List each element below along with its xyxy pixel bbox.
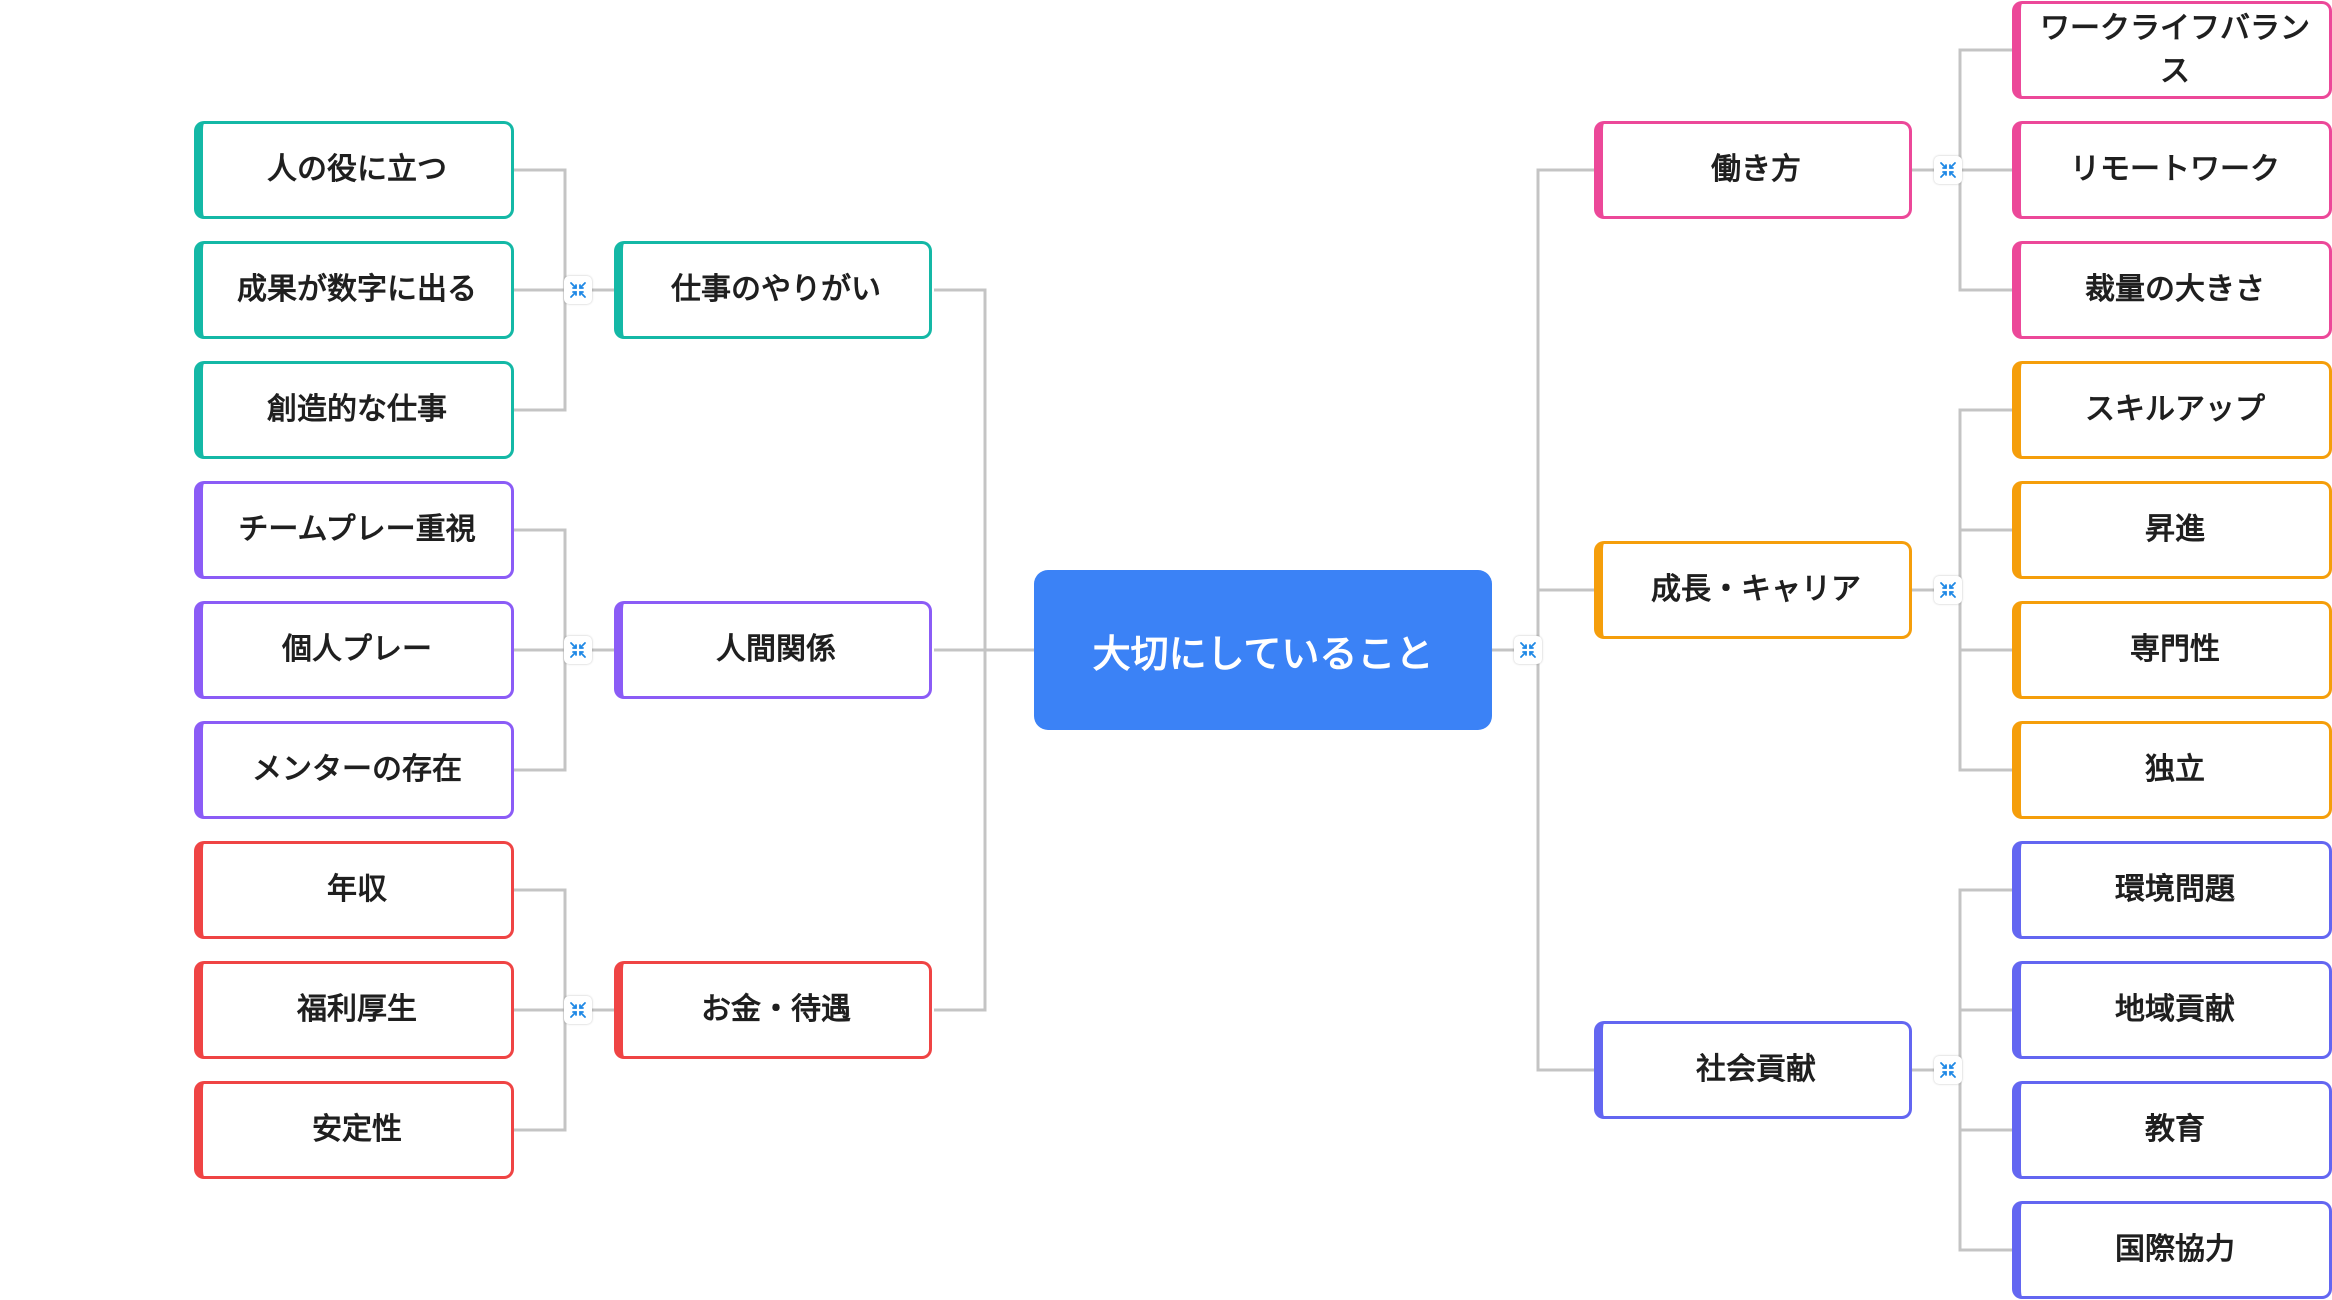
node-label: ワークライフバランス <box>2040 10 2310 90</box>
node-label: 教育 <box>2145 1112 2205 1148</box>
root-label: 大切にしていること <box>1092 631 1434 676</box>
node-label: 創造的な仕事 <box>267 392 447 428</box>
leaf-node-sairyou[interactable]: 裁量の大きさ <box>2012 241 2332 339</box>
node-label: メンターの存在 <box>252 752 462 788</box>
leaf-node-seika[interactable]: 成果が数字に出る <box>194 241 514 339</box>
node-label: 昇進 <box>2145 512 2205 548</box>
branch-node-ningen-kankei[interactable]: 人間関係 <box>614 601 932 699</box>
leaf-node-kojin-play[interactable]: 個人プレー <box>194 601 514 699</box>
leaf-node-shoushin[interactable]: 昇進 <box>2012 481 2332 579</box>
node-label: お金・待遇 <box>701 992 851 1028</box>
collapse-icon[interactable] <box>1934 156 1962 184</box>
branch-node-shakai-kouken[interactable]: 社会貢献 <box>1594 1021 1912 1119</box>
leaf-node-kankyou[interactable]: 環境問題 <box>2012 841 2332 939</box>
leaf-node-work-life-balance[interactable]: ワークライフバランス <box>2012 1 2332 99</box>
leaf-node-kokusai[interactable]: 国際協力 <box>2012 1201 2332 1299</box>
node-label: チームプレー重視 <box>238 512 476 548</box>
node-label: 成果が数字に出る <box>237 272 477 308</box>
branch-node-seicho-career[interactable]: 成長・キャリア <box>1594 541 1912 639</box>
collapse-icon[interactable] <box>564 636 592 664</box>
collapse-icon[interactable] <box>1514 636 1542 664</box>
leaf-node-team-play[interactable]: チームプレー重視 <box>194 481 514 579</box>
leaf-node-mentor[interactable]: メンターの存在 <box>194 721 514 819</box>
leaf-node-souzou[interactable]: 創造的な仕事 <box>194 361 514 459</box>
node-label: 福利厚生 <box>297 992 417 1028</box>
node-label: 地域貢献 <box>2115 992 2235 1028</box>
node-label: 環境問題 <box>2115 872 2235 908</box>
leaf-node-senmonsei[interactable]: 専門性 <box>2012 601 2332 699</box>
node-label: スキルアップ <box>2085 392 2265 428</box>
leaf-node-anteisei[interactable]: 安定性 <box>194 1081 514 1179</box>
leaf-node-nenshu[interactable]: 年収 <box>194 841 514 939</box>
collapse-icon[interactable] <box>564 276 592 304</box>
node-label: リモートワーク <box>2070 152 2280 188</box>
root-node[interactable]: 大切にしていること <box>1034 570 1492 730</box>
branch-node-yarigai[interactable]: 仕事のやりがい <box>614 241 932 339</box>
leaf-node-remote-work[interactable]: リモートワーク <box>2012 121 2332 219</box>
node-label: 個人プレー <box>282 632 432 668</box>
collapse-icon[interactable] <box>564 996 592 1024</box>
node-label: 安定性 <box>312 1112 402 1148</box>
node-label: 国際協力 <box>2115 1232 2235 1268</box>
node-label: 人間関係 <box>716 632 836 668</box>
node-label: 成長・キャリア <box>1651 572 1861 608</box>
leaf-node-dokuritsu[interactable]: 独立 <box>2012 721 2332 819</box>
node-label: 働き方 <box>1711 152 1801 188</box>
collapse-icon[interactable] <box>1934 576 1962 604</box>
node-label: 専門性 <box>2130 632 2220 668</box>
leaf-node-skill-up[interactable]: スキルアップ <box>2012 361 2332 459</box>
branch-node-hatarakikata[interactable]: 働き方 <box>1594 121 1912 219</box>
leaf-node-chiiki[interactable]: 地域貢献 <box>2012 961 2332 1059</box>
leaf-node-kyouiku[interactable]: 教育 <box>2012 1081 2332 1179</box>
leaf-node-hito-no-yaku[interactable]: 人の役に立つ <box>194 121 514 219</box>
node-label: 仕事のやりがい <box>671 272 881 308</box>
branch-node-okane[interactable]: お金・待遇 <box>614 961 932 1059</box>
node-label: 人の役に立つ <box>267 152 447 188</box>
node-label: 社会貢献 <box>1696 1052 1816 1088</box>
node-label: 独立 <box>2145 752 2205 788</box>
collapse-icon[interactable] <box>1934 1056 1962 1084</box>
node-label: 裁量の大きさ <box>2085 272 2265 308</box>
node-label: 年収 <box>327 872 387 908</box>
leaf-node-fukuri[interactable]: 福利厚生 <box>194 961 514 1059</box>
